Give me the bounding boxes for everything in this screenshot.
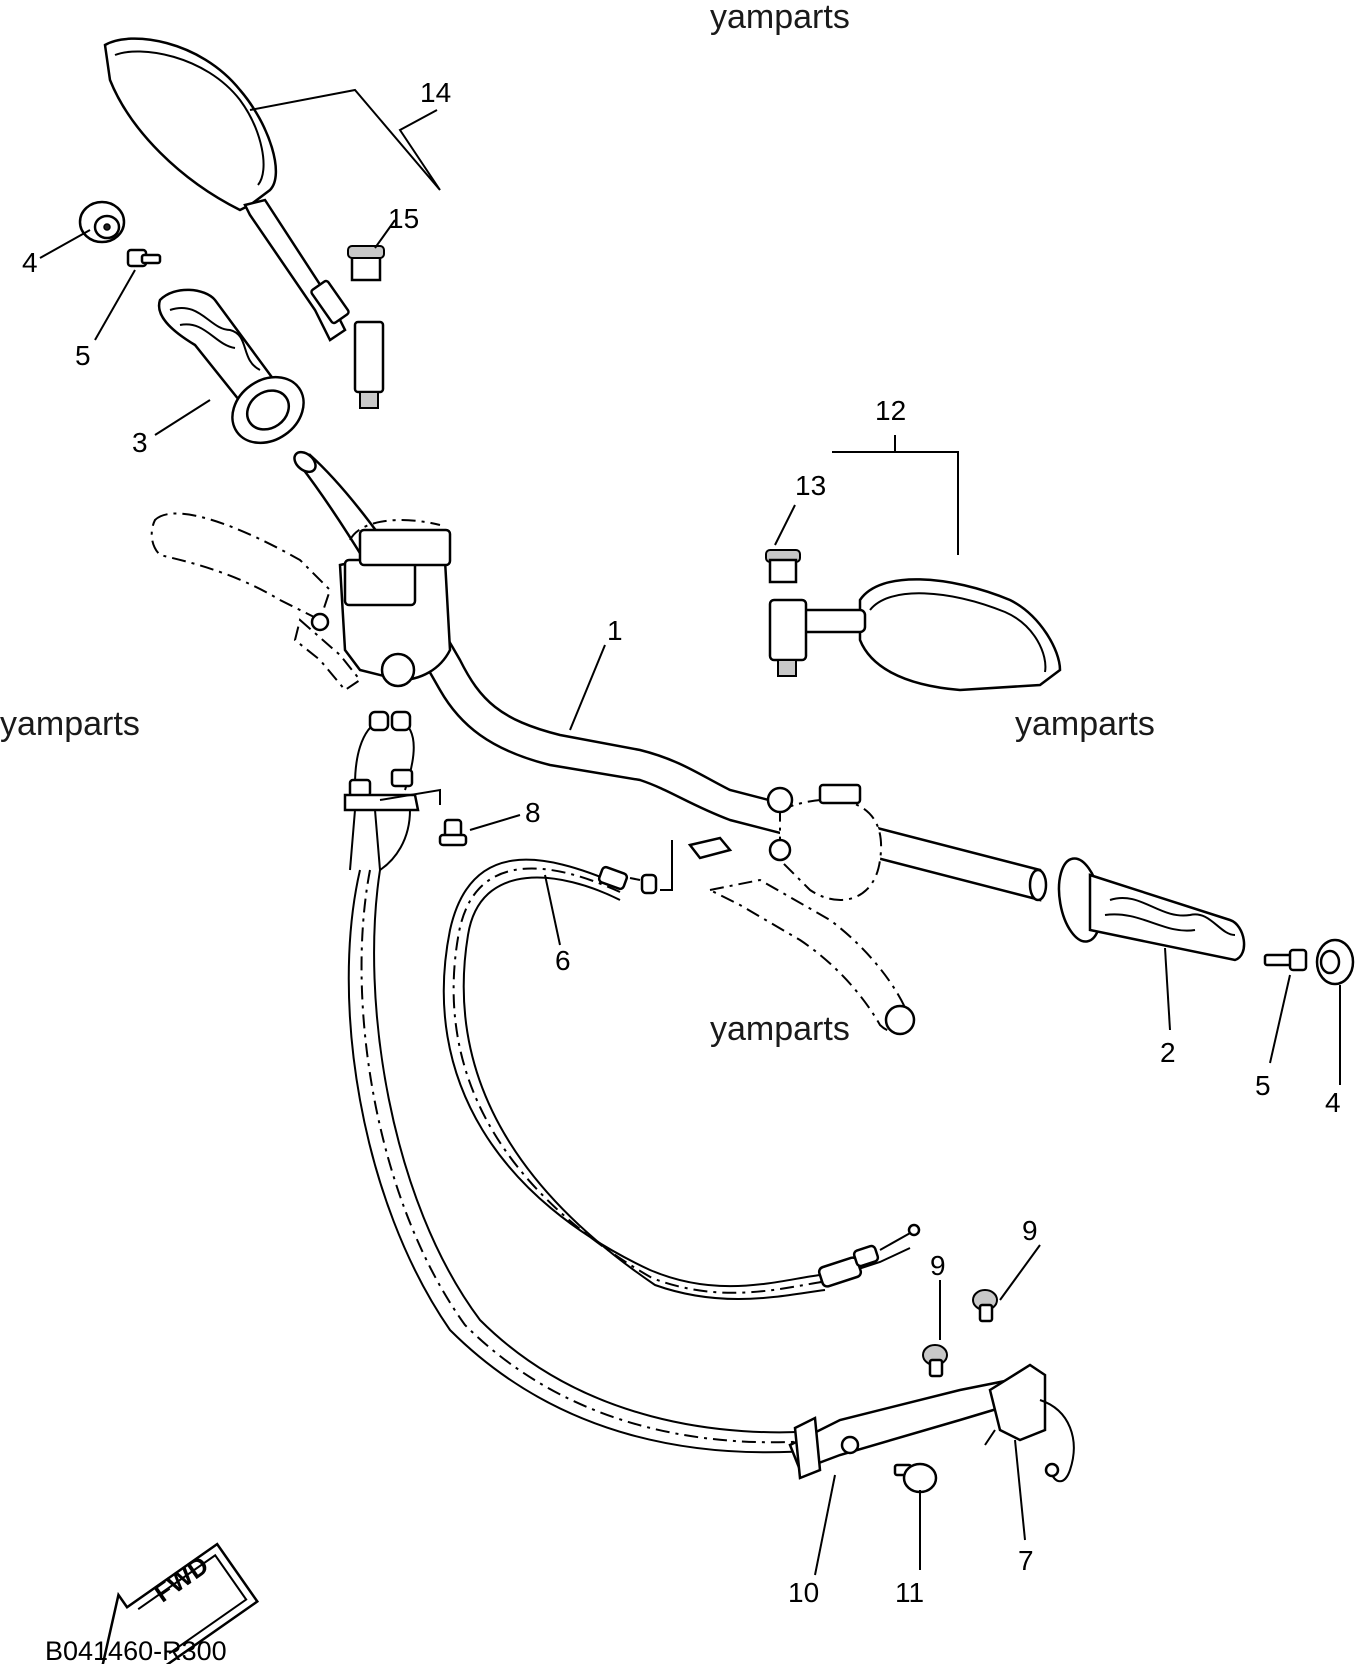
callout-7: 7 <box>1018 1545 1034 1576</box>
right-switch-lever-assembly <box>687 783 916 1036</box>
bracket-assembly <box>788 1363 1075 1483</box>
clutch-cable-6 <box>442 840 826 1301</box>
callout-3: 3 <box>132 427 148 458</box>
watermark-left: yamparts <box>0 705 140 743</box>
leader-lines <box>39 88 1341 1576</box>
fwd-arrow <box>100 1542 260 1664</box>
right-mirror <box>765 549 1062 692</box>
left-lever-assembly <box>150 512 452 692</box>
callout-12: 12 <box>875 395 906 426</box>
callout-1: 1 <box>607 615 623 646</box>
callout-4-left: 4 <box>22 247 38 278</box>
callout-6: 6 <box>555 945 571 976</box>
callout-13: 13 <box>795 470 826 501</box>
right-bar-end <box>1315 938 1355 986</box>
watermark-center: yamparts <box>710 1010 850 1048</box>
callout-5-left: 5 <box>75 340 91 371</box>
cable-end-hardware <box>817 1223 921 1288</box>
left-grip <box>157 288 305 445</box>
watermark-right: yamparts <box>1015 705 1155 743</box>
callout-15: 15 <box>388 203 419 234</box>
left-mirror <box>103 37 385 409</box>
callout-2: 2 <box>1160 1037 1176 1068</box>
callout-5-right: 5 <box>1255 1070 1271 1101</box>
left-bolt <box>126 248 162 268</box>
right-bolt <box>1263 948 1308 972</box>
callout-4-right: 4 <box>1325 1087 1341 1118</box>
bolt-11 <box>893 1462 938 1494</box>
callout-9-lower: 9 <box>930 1250 946 1281</box>
bolt-9-upper <box>972 1289 998 1323</box>
throttle-cables <box>347 869 831 1454</box>
callout-10: 10 <box>788 1577 819 1608</box>
cable-fittings <box>343 710 441 871</box>
diagram-code: B041460-R300 <box>45 1636 227 1664</box>
right-grip <box>1057 857 1246 962</box>
screw-8 <box>438 818 468 847</box>
callout-9-upper: 9 <box>1022 1215 1038 1246</box>
callout-14: 14 <box>420 77 451 108</box>
left-bar-end <box>78 200 126 244</box>
callout-11: 11 <box>895 1577 924 1608</box>
callout-8: 8 <box>525 797 541 828</box>
watermark-top: yamparts <box>710 0 850 36</box>
bolt-9-lower <box>922 1344 948 1378</box>
